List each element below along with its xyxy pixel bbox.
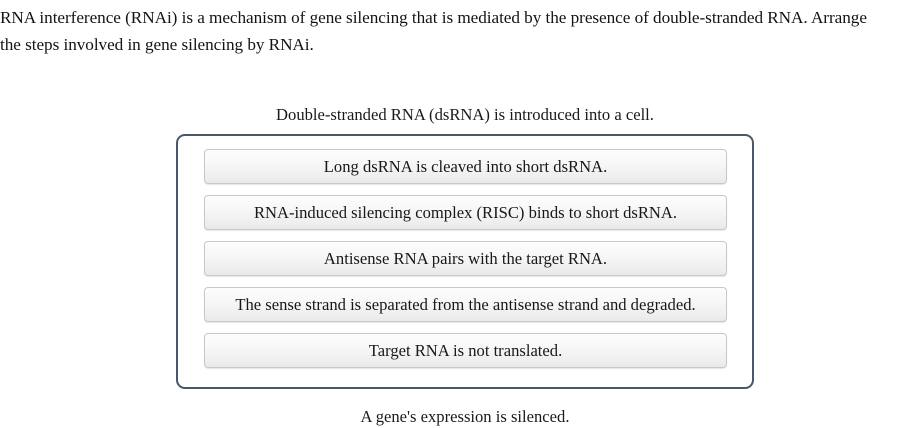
ordering-widget: Double-stranded RNA (dsRNA) is introduce… [176, 104, 754, 428]
list-item[interactable]: Target RNA is not translated. [204, 333, 727, 368]
list-item[interactable]: RNA-induced silencing complex (RISC) bin… [204, 195, 727, 230]
list-item[interactable]: Antisense RNA pairs with the target RNA. [204, 241, 727, 276]
step-drop-zone[interactable]: Long dsRNA is cleaved into short dsRNA. … [176, 134, 754, 389]
anchor-text-bottom: A gene's expression is silenced. [360, 407, 570, 426]
question-prompt: RNA interference (RNAi) is a mechanism o… [0, 0, 914, 58]
list-item[interactable]: The sense strand is separated from the a… [204, 287, 727, 322]
prompt-line-1: RNA interference (RNAi) is a mechanism o… [0, 8, 867, 27]
list-item[interactable]: Long dsRNA is cleaved into short dsRNA. [204, 149, 727, 184]
anchor-text-top: Double-stranded RNA (dsRNA) is introduce… [276, 105, 654, 124]
prompt-line-2: the steps involved in gene silencing by … [0, 35, 314, 54]
